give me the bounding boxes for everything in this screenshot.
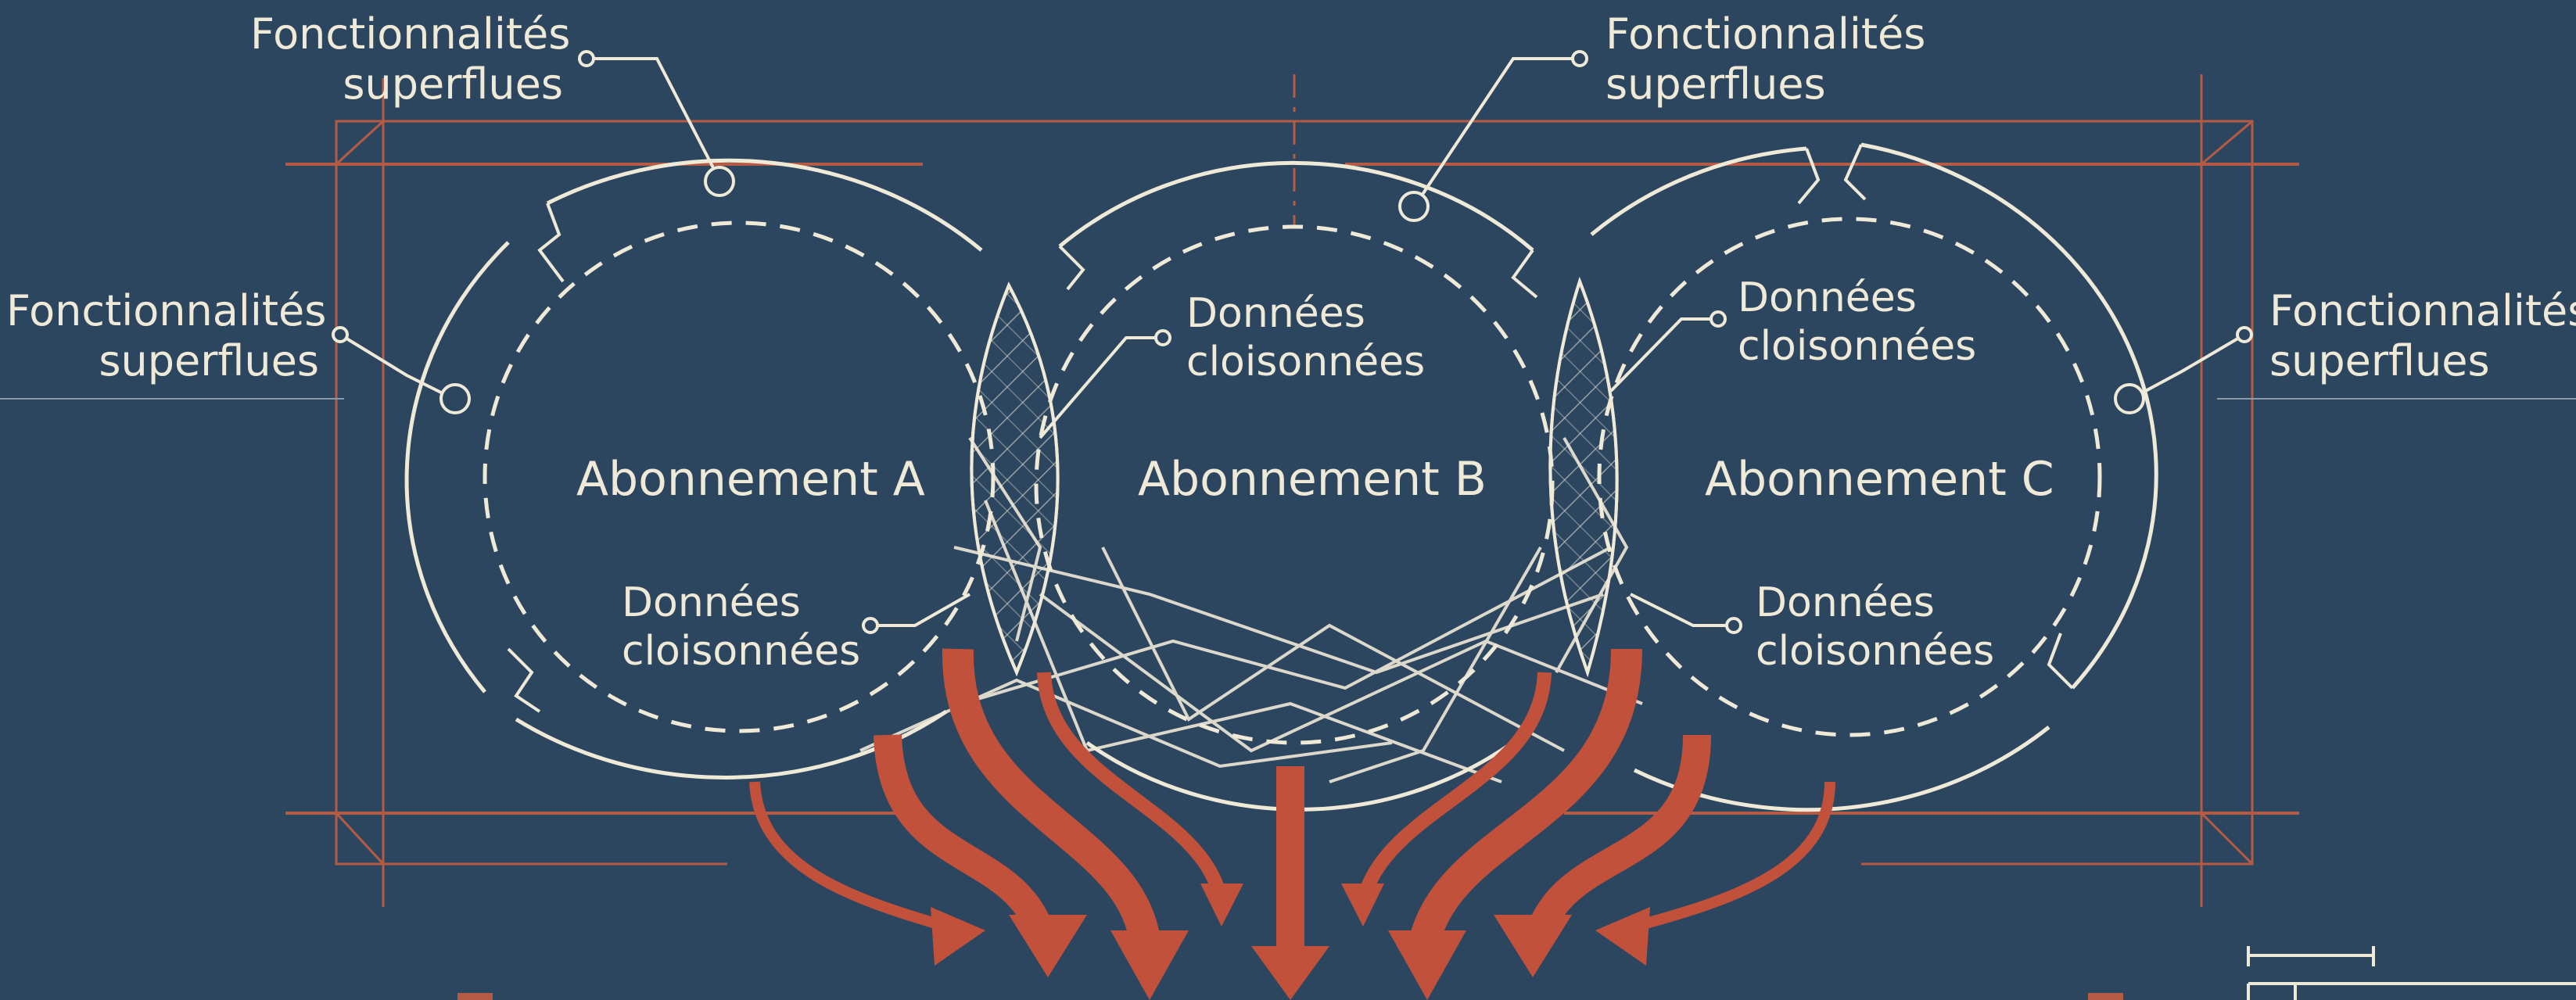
leak-arrow-2 xyxy=(874,734,1053,936)
leak-arrow-8 xyxy=(1527,734,1711,936)
callout-line: cloisonnées xyxy=(1756,628,1995,675)
callout-siloed-c-top: Données cloisonnées xyxy=(1738,274,1976,371)
overlap-lens-ab xyxy=(970,281,1060,677)
circle-title-a: Abonnement A xyxy=(576,452,925,507)
callout-superfluous-left: Fonctionnalités superflues xyxy=(6,286,327,386)
construction-guides xyxy=(0,74,2576,1000)
callout-line: cloisonnées xyxy=(622,628,861,675)
circle-title-b: Abonnement B xyxy=(1138,452,1487,507)
tangled-connections xyxy=(859,436,1643,783)
callout-superfluous-top-left: Fonctionnalités superflues xyxy=(250,9,571,109)
dimension-marker-icon xyxy=(2247,946,2576,1000)
callout-siloed-a-bottom: Données cloisonnées xyxy=(622,579,860,676)
callout-superfluous-right: Fonctionnalités superflues xyxy=(2269,286,2576,386)
leak-arrow-7 xyxy=(1408,648,1642,950)
callout-line: Fonctionnalités xyxy=(2269,286,2576,335)
callout-leaders xyxy=(339,57,2246,627)
callout-line: Fonctionnalités xyxy=(250,9,571,59)
callout-superfluous-top-right: Fonctionnalités superflues xyxy=(1606,9,1925,109)
callout-line: superflues xyxy=(1606,59,1826,109)
leak-arrow-9 xyxy=(1633,781,1835,932)
callout-line: superflues xyxy=(2269,336,2490,385)
callout-line: superflues xyxy=(343,59,563,109)
leak-arrow-1 xyxy=(749,781,948,932)
callout-line: Données xyxy=(622,579,801,626)
leak-arrow-3 xyxy=(942,648,1161,948)
callout-line: cloisonnées xyxy=(1186,339,1426,385)
callout-line: Fonctionnalités xyxy=(6,286,327,335)
callout-line: Données xyxy=(1738,274,1917,321)
callout-line: Données xyxy=(1756,579,1935,626)
callout-line: Fonctionnalités xyxy=(1606,9,1926,59)
leak-arrow-6 xyxy=(1358,672,1552,898)
overlap-lens-bc xyxy=(1548,277,1619,678)
leak-arrowheads xyxy=(931,884,1650,1000)
leak-arrows xyxy=(749,648,1835,958)
callout-line: superflues xyxy=(99,336,319,385)
callout-line: Données xyxy=(1186,290,1365,337)
circle-title-c: Abonnement C xyxy=(1705,452,2054,507)
callout-siloed-b-top: Données cloisonnées xyxy=(1186,289,1425,386)
callout-siloed-c-bottom: Données cloisonnées xyxy=(1756,579,1994,676)
callout-markers xyxy=(332,50,2253,634)
leak-arrow-4 xyxy=(1037,672,1227,898)
callout-line: cloisonnées xyxy=(1738,323,1977,370)
